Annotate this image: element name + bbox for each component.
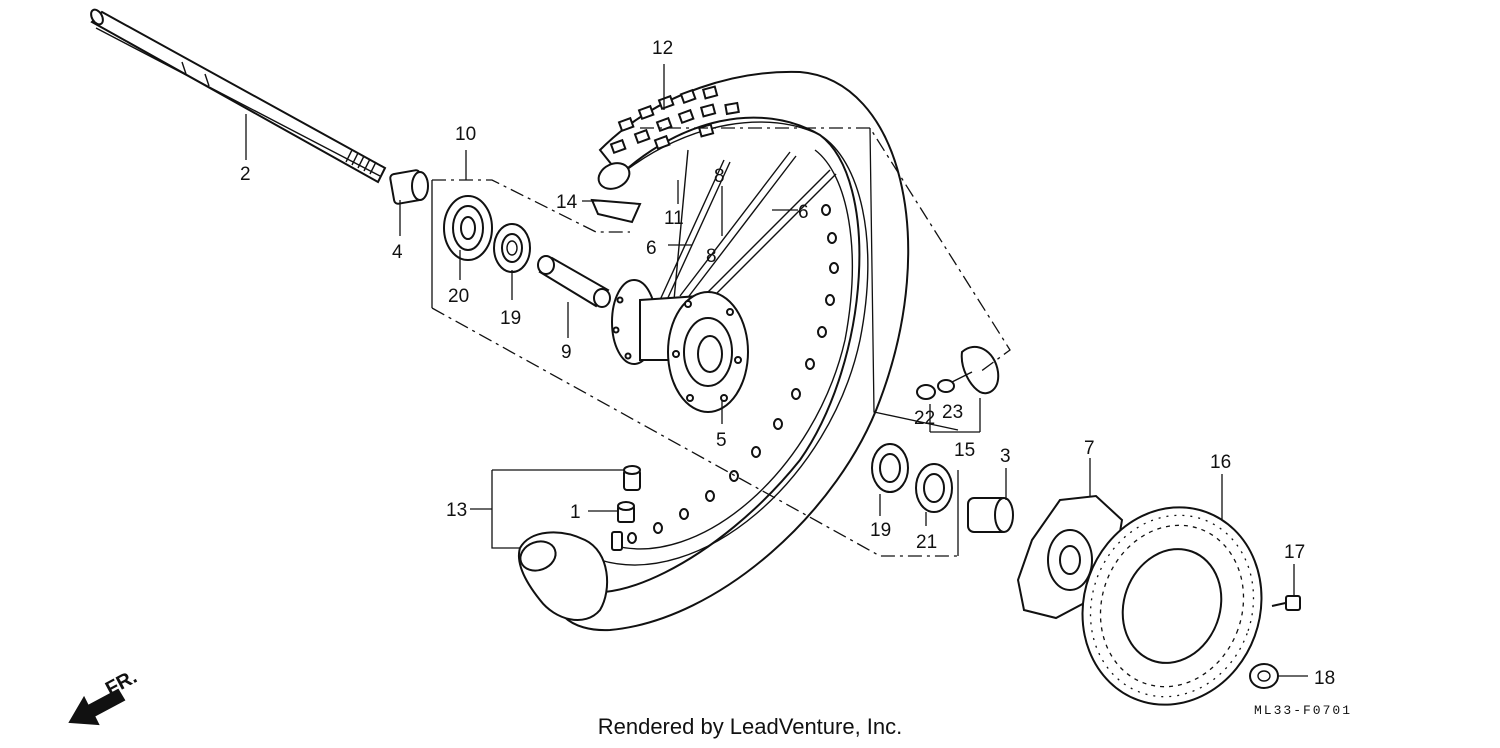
spokes bbox=[659, 149, 837, 305]
callout-7: 7 bbox=[1084, 438, 1095, 459]
callout-14: 14 bbox=[556, 192, 578, 213]
callout-2: 2 bbox=[240, 164, 251, 185]
callout-8a: 8 bbox=[714, 166, 725, 187]
callout-18: 18 bbox=[1314, 668, 1335, 689]
axle bbox=[90, 8, 387, 184]
callout-11: 11 bbox=[664, 208, 684, 229]
side-collar bbox=[389, 169, 429, 205]
callout-4: 4 bbox=[392, 242, 403, 263]
callout-12: 12 bbox=[652, 38, 673, 59]
radial-bearing-left bbox=[493, 223, 531, 273]
callout-6b: 6 bbox=[798, 202, 809, 223]
callout-1: 1 bbox=[570, 502, 581, 523]
callout-labels: 1 2 3 4 5 6 6 7 8 8 9 10 11 12 13 14 15 … bbox=[240, 38, 1335, 689]
valve-cap bbox=[623, 465, 641, 491]
callout-17: 17 bbox=[1284, 542, 1305, 563]
rim-band bbox=[590, 198, 642, 224]
callout-9: 9 bbox=[561, 342, 572, 363]
callout-13: 13 bbox=[446, 500, 467, 521]
wheel-rim-and-tire bbox=[517, 70, 910, 632]
front-wheel-hub bbox=[611, 279, 749, 413]
leader-lines bbox=[245, 64, 1308, 677]
callout-16: 16 bbox=[1210, 452, 1231, 473]
callout-23: 23 bbox=[942, 402, 963, 423]
callout-19b: 19 bbox=[870, 520, 891, 541]
rendered-by-credit: Rendered by LeadVenture, Inc. bbox=[597, 714, 903, 739]
valve-nut bbox=[617, 501, 635, 523]
radial-bearing-right-21 bbox=[915, 463, 953, 513]
diagram-code: ML33-F0701 bbox=[1254, 703, 1353, 718]
disc-bolt bbox=[1271, 595, 1301, 611]
callout-22: 22 bbox=[914, 408, 935, 429]
callout-21: 21 bbox=[916, 532, 937, 553]
disc-nut bbox=[1249, 663, 1279, 689]
callout-3: 3 bbox=[1000, 446, 1011, 467]
callout-8b: 8 bbox=[706, 246, 717, 267]
callout-10: 10 bbox=[455, 124, 476, 145]
valve-stem bbox=[611, 531, 623, 551]
rim-lock bbox=[916, 345, 1000, 400]
callout-5: 5 bbox=[716, 430, 727, 451]
radial-bearing-right-19 bbox=[871, 443, 909, 493]
dust-seal bbox=[443, 195, 493, 261]
distance-collar bbox=[537, 255, 611, 308]
callout-15: 15 bbox=[954, 440, 975, 461]
brake-disc bbox=[1081, 506, 1263, 706]
callout-19a: 19 bbox=[500, 308, 521, 329]
callout-20: 20 bbox=[448, 286, 469, 307]
side-collar-right bbox=[967, 497, 1014, 533]
callout-6a: 6 bbox=[646, 238, 657, 259]
